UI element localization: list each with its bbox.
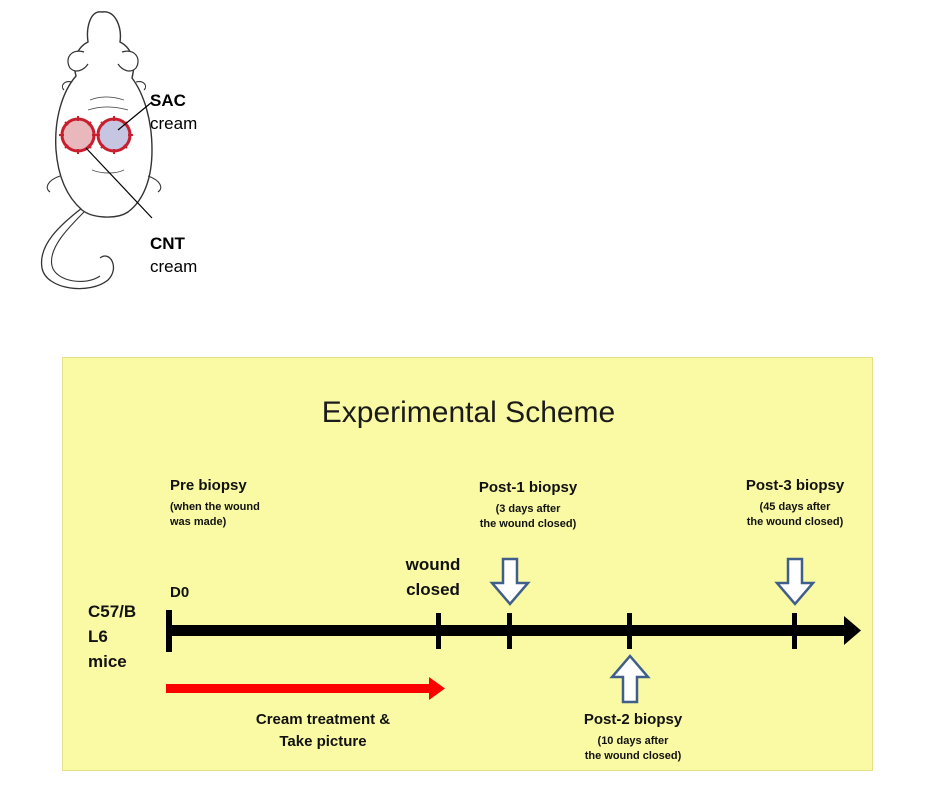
pre-biopsy-label: Pre biopsy <box>170 477 247 494</box>
timeline-arrow <box>166 616 861 645</box>
d0-label: D0 <box>170 584 190 601</box>
post2-note-line2: the wound closed) <box>584 750 682 762</box>
sac-sub-label: cream <box>150 114 198 133</box>
tick-d0 <box>166 610 172 652</box>
pre-biopsy-note-line2: was made) <box>170 516 227 528</box>
tick-post3 <box>792 613 797 649</box>
wound-closed-line1: wound <box>405 555 461 574</box>
post3-note-line1: (45 days after <box>759 501 831 513</box>
tick-post2 <box>627 613 632 649</box>
tick-wound-closed <box>436 613 441 649</box>
tick-post1 <box>507 613 512 649</box>
mouse-illustration <box>20 0 220 300</box>
treatment-label-line2: Take picture <box>279 733 367 750</box>
experimental-scheme-panel: Experimental Scheme C57/B L6 mice Pre bi… <box>62 357 873 771</box>
post2-up-arrow <box>609 654 651 704</box>
post1-biopsy-label: Post-1 biopsy <box>478 479 578 496</box>
pre-biopsy-note-line1: (when the wound <box>170 501 260 513</box>
scheme-title: Experimental Scheme <box>321 396 616 429</box>
sac-label: SAC <box>150 91 186 110</box>
cnt-sub-label: cream <box>150 257 198 276</box>
post3-biopsy-label: Post-3 biopsy <box>745 477 845 494</box>
post2-note-line1: (10 days after <box>597 735 669 747</box>
post1-note-line2: the wound closed) <box>479 518 577 530</box>
treatment-label-line1: Cream treatment & <box>255 711 391 728</box>
subject-label-line2: L6 <box>88 627 108 646</box>
cnt-label: CNT <box>150 234 185 253</box>
post3-note-line2: the wound closed) <box>746 516 844 528</box>
post1-note-line1: (3 days after <box>495 503 561 515</box>
post3-down-arrow <box>774 557 816 606</box>
timeline-graphics <box>166 557 861 704</box>
wound-closed-line2: closed <box>406 580 460 599</box>
post2-biopsy-label: Post-2 biopsy <box>583 711 683 728</box>
cnt-wound-site <box>59 116 97 154</box>
post1-down-arrow <box>489 557 531 606</box>
subject-label-line1: C57/B <box>88 602 137 621</box>
treatment-red-arrow <box>166 677 445 700</box>
subject-label-line3: mice <box>88 652 127 671</box>
